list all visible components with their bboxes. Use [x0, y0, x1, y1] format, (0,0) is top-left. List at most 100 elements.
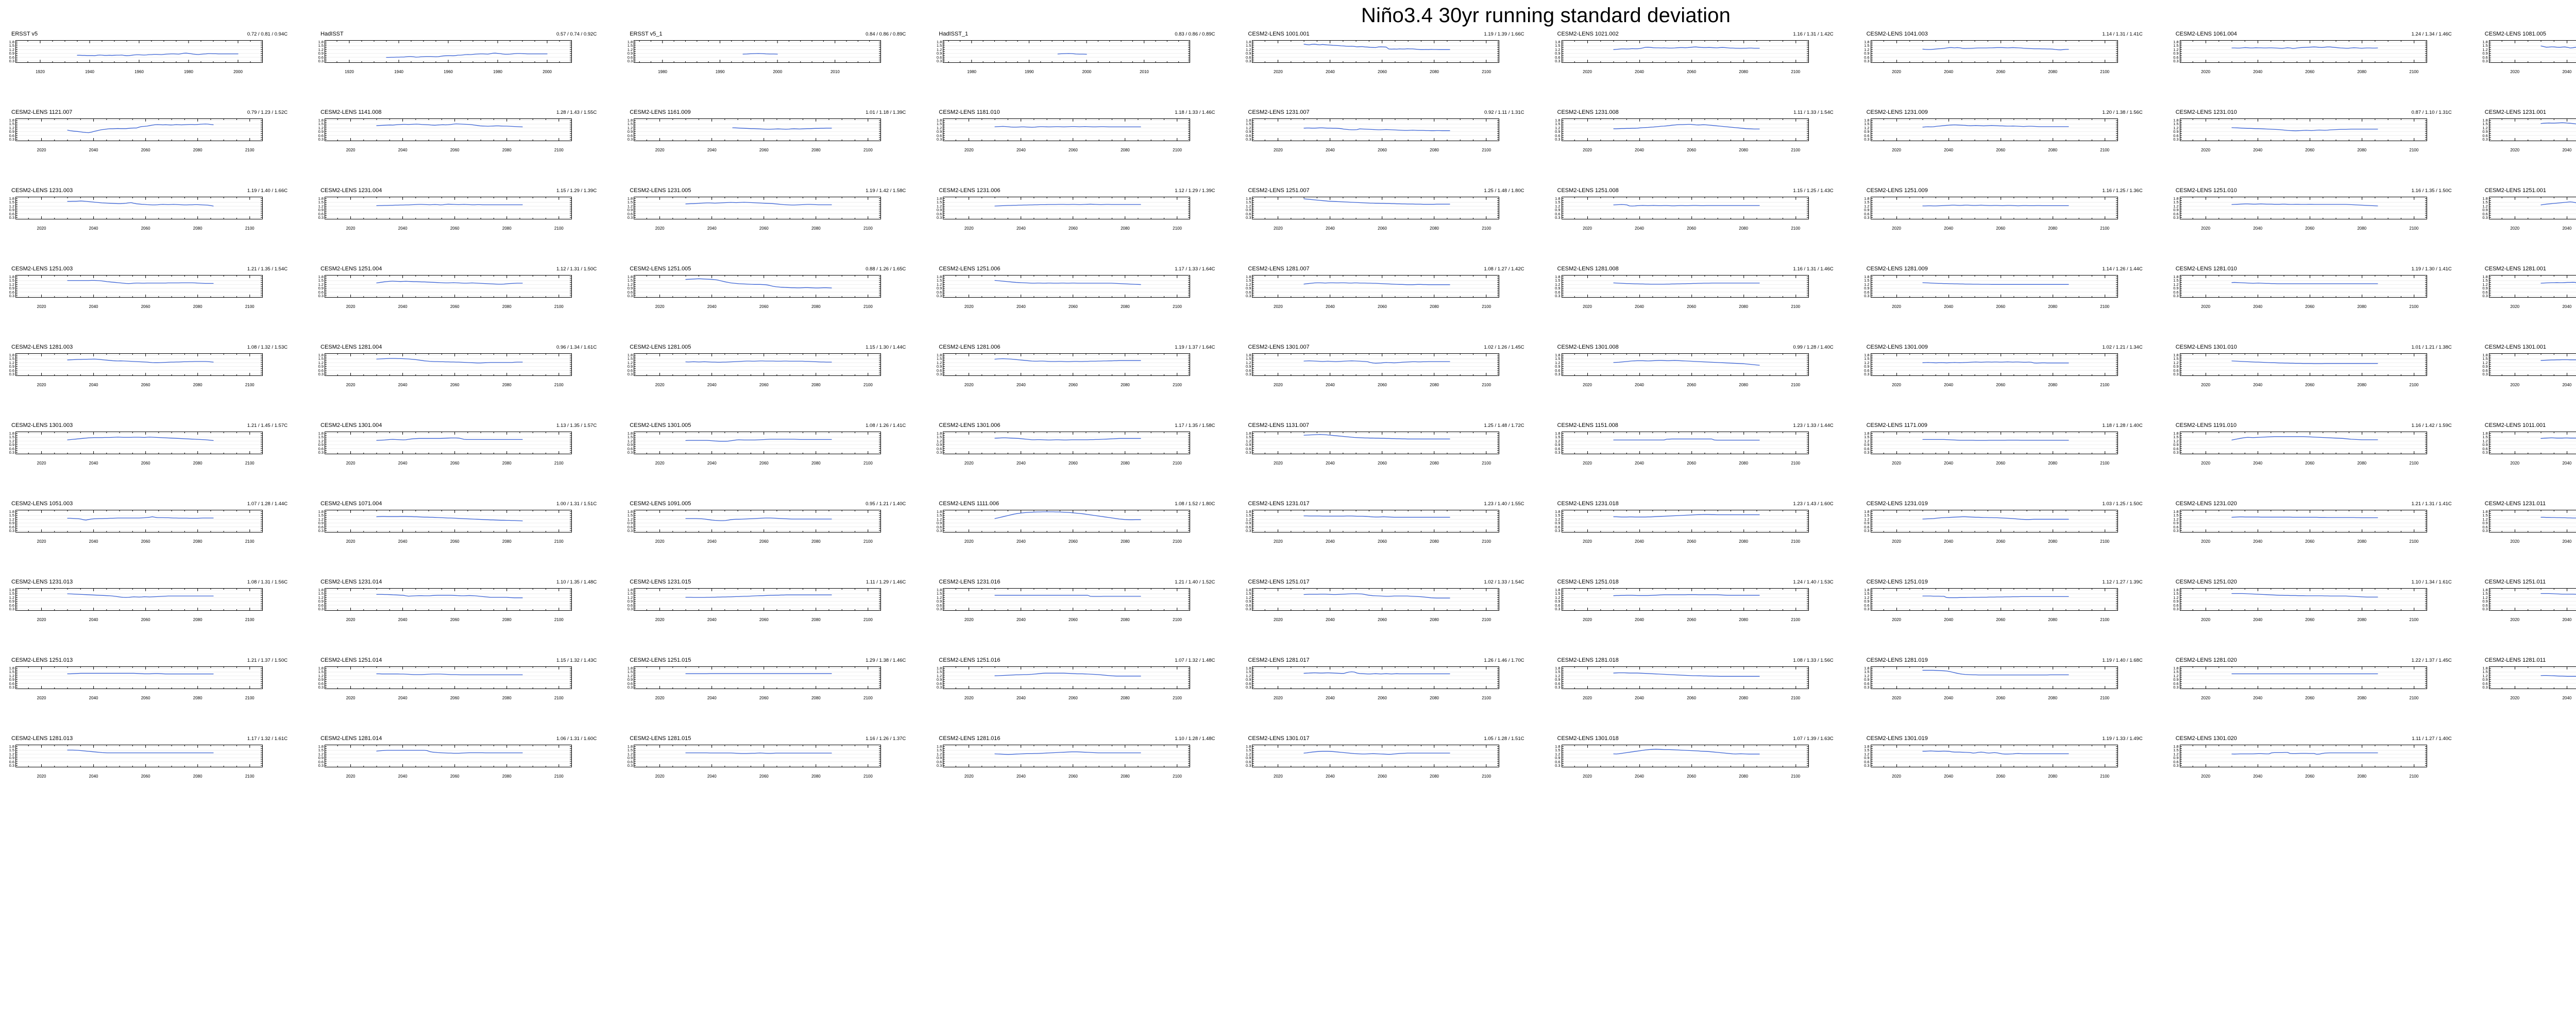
- x-tick-label: 2060: [1996, 383, 2006, 387]
- y-tick-label: 1.2: [1555, 203, 1561, 209]
- y-tick-label: 0.9: [2173, 51, 2179, 56]
- plot-svg: [2179, 666, 2427, 689]
- y-tick-label: 1.5: [1245, 435, 1251, 440]
- panel-stats: 1.19 / 1.42 / 1.58C: [866, 188, 906, 194]
- x-tick-label: 2010: [1140, 70, 1149, 74]
- y-tick-label: 1.5: [9, 200, 14, 205]
- y-tick-label: 1.8: [1864, 118, 1870, 123]
- y-tick-label: 1.2: [1555, 125, 1561, 130]
- panel-title: CESM2-LENS 1231.007: [1248, 109, 1310, 115]
- x-tick-label: 2020: [964, 774, 974, 779]
- plot-svg: [2488, 432, 2576, 454]
- x-tick-label: 2080: [2357, 617, 2367, 622]
- x-tick-label: 2080: [1430, 70, 1439, 74]
- chart-panel: CESM2-LENS 1231.0010.94 / 1.33 / 1.66C1.…: [2478, 109, 2576, 187]
- panel-title: CESM2-LENS 1251.008: [1557, 187, 1619, 194]
- y-tick-label: 1.8: [2482, 431, 2488, 436]
- x-tick-label: 2020: [1583, 461, 1592, 466]
- y-tick-label: 0.9: [2173, 364, 2179, 369]
- y-tick-label: 0.3: [9, 58, 14, 63]
- plot-svg: [2488, 275, 2576, 298]
- y-tick-label: 0.6: [936, 446, 942, 451]
- panel-stats: 1.25 / 1.48 / 1.72C: [1484, 423, 1524, 428]
- x-tick-label: 2020: [1583, 70, 1592, 74]
- x-tick-label: 2040: [1326, 617, 1335, 622]
- x-tick-label: 2040: [89, 461, 98, 466]
- y-tick-label: 1.2: [1864, 282, 1870, 287]
- plot-svg: [1561, 588, 1809, 611]
- panel-stats: 0.92 / 1.11 / 1.31C: [1484, 110, 1524, 115]
- plot-svg: [2179, 275, 2427, 298]
- x-tick-label: 2100: [1791, 148, 1801, 152]
- x-tick-label: 2040: [398, 774, 408, 779]
- y-tick-label: 0.3: [9, 215, 14, 220]
- panel-stats: 1.16 / 1.26 / 1.37C: [866, 736, 906, 742]
- y-tick-label: 0.3: [627, 606, 633, 611]
- data-series-line: [994, 126, 1141, 128]
- y-tick-label: 1.5: [1864, 513, 1870, 518]
- y-tick-label: 0.6: [2482, 368, 2488, 373]
- y-tick-label: 0.9: [2482, 129, 2488, 134]
- plot-svg: [1252, 197, 1500, 219]
- data-series-line: [67, 280, 214, 284]
- data-series-line: [2540, 45, 2576, 48]
- y-tick-label: 0.6: [1555, 603, 1561, 608]
- y-tick-label: 1.5: [1245, 669, 1251, 675]
- y-tick-label: 1.8: [2173, 40, 2179, 44]
- y-tick-label: 0.6: [1555, 55, 1561, 60]
- plot-svg: [2488, 588, 2576, 611]
- y-tick-label: 0.3: [627, 450, 633, 455]
- y-tick-label: 1.5: [1245, 278, 1251, 283]
- x-tick-label: 2020: [964, 617, 974, 622]
- x-tick-label: 2020: [1583, 774, 1592, 779]
- panel-stats: 1.19 / 1.33 / 1.49C: [2102, 736, 2143, 742]
- y-tick-label: 1.5: [9, 513, 14, 518]
- x-tick-label: 2080: [811, 383, 821, 387]
- x-tick-label: 2080: [1430, 461, 1439, 466]
- x-tick-label: 2060: [450, 617, 460, 622]
- y-tick-label: 1.2: [1245, 47, 1251, 52]
- data-series-line: [1613, 672, 1760, 677]
- y-tick-label: 0.3: [1245, 450, 1251, 455]
- plot-svg: [634, 510, 882, 532]
- y-tick-label: 1.2: [2482, 673, 2488, 678]
- y-tick-label: 1.2: [627, 595, 633, 600]
- data-series-line: [994, 358, 1141, 362]
- x-tick-label: 2100: [1173, 304, 1182, 309]
- panel-title: CESM2-LENS 1251.009: [1866, 187, 1928, 194]
- data-series-line: [685, 360, 832, 363]
- x-tick-label: 2020: [964, 539, 974, 544]
- x-tick-label: 2040: [2562, 617, 2572, 622]
- x-tick-label: 2040: [1016, 226, 1026, 231]
- data-series-line: [2540, 437, 2576, 439]
- panel-stats: 1.00 / 1.31 / 1.51C: [556, 501, 597, 507]
